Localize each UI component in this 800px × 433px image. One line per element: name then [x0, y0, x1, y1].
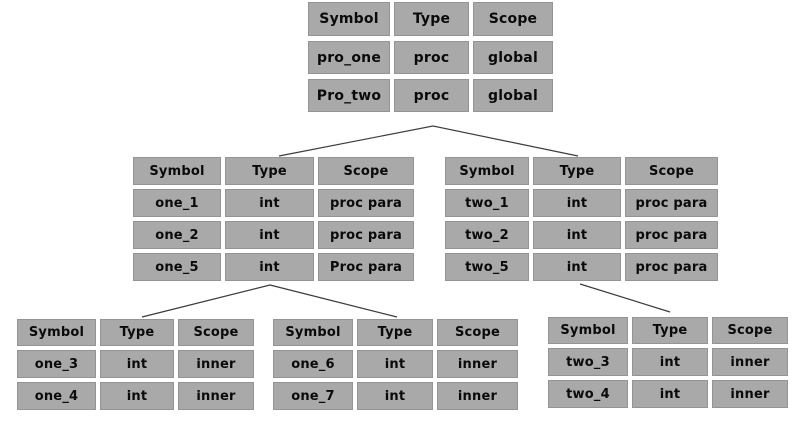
tree-edge	[432, 125, 579, 157]
table-cell: inner	[437, 350, 518, 378]
table-cell: int	[225, 189, 314, 217]
tree-edge	[579, 283, 671, 313]
header-cell: Scope	[473, 2, 553, 36]
table-cell: proc	[394, 79, 469, 112]
table-cell: two_5	[445, 253, 529, 281]
header-cell: Symbol	[133, 157, 221, 185]
table-cell: two_4	[548, 380, 628, 408]
table-cell: one_6	[273, 350, 353, 378]
header-cell: Symbol	[273, 319, 353, 346]
table-cell: Proc para	[318, 253, 414, 281]
header-cell: Symbol	[548, 317, 628, 344]
tree-edge	[141, 284, 271, 318]
table-cell: int	[225, 221, 314, 249]
header-cell: Type	[632, 317, 708, 344]
tree-edge	[278, 125, 434, 157]
table-cell: inner	[712, 380, 788, 408]
header-cell: Type	[357, 319, 433, 346]
header-cell: Scope	[625, 157, 718, 185]
table-cell: int	[357, 382, 433, 410]
table-cell: one_4	[17, 382, 96, 410]
table-cell: proc para	[625, 221, 718, 249]
table-cell: pro_one	[308, 41, 390, 74]
table-cell: one_3	[17, 350, 96, 378]
table-cell: int	[632, 348, 708, 376]
table-cell: inner	[178, 350, 254, 378]
table-cell: two_2	[445, 221, 529, 249]
header-cell: Symbol	[308, 2, 390, 36]
table-cell: int	[100, 382, 174, 410]
table-cell: one_1	[133, 189, 221, 217]
table-cell: int	[225, 253, 314, 281]
header-cell: Scope	[178, 319, 254, 346]
table-cell: proc para	[625, 189, 718, 217]
table-cell: proc para	[318, 221, 414, 249]
table-cell: global	[473, 41, 553, 74]
header-cell: Type	[225, 157, 314, 185]
table-cell: int	[357, 350, 433, 378]
table-cell: two_3	[548, 348, 628, 376]
tree-edge	[269, 284, 398, 318]
header-cell: Scope	[318, 157, 414, 185]
table-cell: proc	[394, 41, 469, 74]
table-cell: inner	[437, 382, 518, 410]
table-cell: proc para	[625, 253, 718, 281]
header-cell: Scope	[437, 319, 518, 346]
table-cell: inner	[178, 382, 254, 410]
table-cell: two_1	[445, 189, 529, 217]
table-cell: int	[533, 253, 621, 281]
table-cell: inner	[712, 348, 788, 376]
table-cell: int	[533, 189, 621, 217]
table-cell: proc para	[318, 189, 414, 217]
table-cell: one_2	[133, 221, 221, 249]
header-cell: Type	[100, 319, 174, 346]
header-cell: Type	[394, 2, 469, 36]
table-cell: one_5	[133, 253, 221, 281]
header-cell: Symbol	[17, 319, 96, 346]
table-cell: global	[473, 79, 553, 112]
header-cell: Symbol	[445, 157, 529, 185]
header-cell: Scope	[712, 317, 788, 344]
table-cell: int	[100, 350, 174, 378]
table-cell: one_7	[273, 382, 353, 410]
table-cell: int	[632, 380, 708, 408]
table-cell: Pro_two	[308, 79, 390, 112]
table-cell: int	[533, 221, 621, 249]
header-cell: Type	[533, 157, 621, 185]
